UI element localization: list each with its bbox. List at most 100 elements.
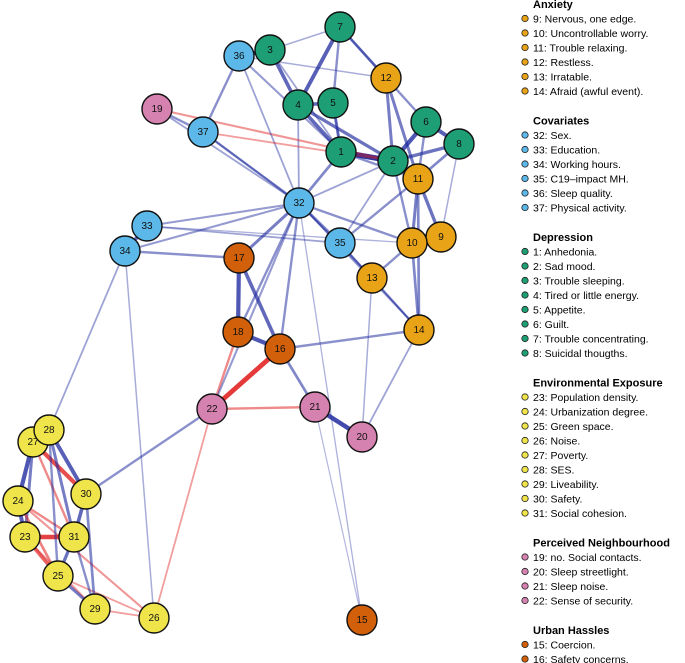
edge-22-26 [153,408,213,619]
edge-35-11 [338,177,420,245]
node-25: 25 [42,560,74,592]
node-label-1: 1 [338,147,344,158]
legend-item: 3: Trouble sleeping. [533,276,625,288]
node-circle-2 [377,145,409,177]
node-34: 34 [109,235,141,267]
legend-item: 30: Safety. [533,494,582,506]
node-circle-3 [254,34,286,66]
legend-item: 35: C19–impact MH. [533,174,629,186]
legend-item: 37: Physical activity. [533,203,627,215]
node-2: 2 [377,145,409,177]
node-circle-6 [410,106,442,138]
node-5: 5 [317,87,349,119]
node-label-2: 2 [390,156,396,167]
node-circle-18 [222,316,254,348]
node-label-6: 6 [423,117,429,128]
node-label-15: 15 [356,615,368,626]
legend-item: 10: Uncontrollable worry. [533,28,648,40]
legend-swatch [521,174,529,183]
node-circle-7 [324,11,356,43]
node-label-25: 25 [52,571,64,582]
node-15: 15 [346,604,378,636]
edge-22-30 [84,407,214,496]
node-label-34: 34 [119,246,131,257]
node-label-36: 36 [233,51,245,62]
legend-swatch [521,582,529,590]
legend-item: 36: Sleep quality. [533,188,613,200]
legend-item: 31: Social cohesion. [533,508,627,520]
legend-swatch [521,407,529,416]
edge-23-27 [23,440,35,539]
edge-22-32 [210,201,301,411]
node-23: 23 [9,521,41,553]
edge-32-36 [238,55,300,204]
node-label-21: 21 [309,402,321,413]
legend-item: 16: Safety concerns. [533,654,629,663]
node-circle-25 [42,560,74,592]
node-circle-21 [299,391,331,423]
legend-item: 5: Appetite. [533,305,586,317]
legend-swatch [521,58,529,66]
legend-swatch [521,131,529,139]
edge-30-29 [84,492,97,611]
node-circle-29 [79,593,111,625]
node-16: 16 [264,333,296,365]
legend-item: 32: Sex. [533,130,572,142]
node-12: 12 [370,62,402,94]
node-label-13: 13 [366,273,378,284]
legend-item: 15: Coercion. [533,640,595,652]
legend-swatch [521,14,529,23]
node-circle-37 [187,116,219,148]
legend-swatch [521,43,529,52]
legend-item: 9: Nervous, one edge. [533,14,636,26]
node-circle-28 [33,414,65,446]
node-9: 9 [425,221,457,253]
legend-swatch [521,465,529,474]
node-label-20: 20 [356,432,368,443]
legend-swatch [521,640,529,649]
legend-swatch [521,262,529,270]
legend-item: 24: Urbanization degree. [533,407,648,419]
legend-swatch [521,553,529,561]
legend-swatch [521,87,529,95]
legend-item: 1: Anhedonia. [533,247,597,259]
node-26: 26 [138,602,170,634]
node-11: 11 [402,163,434,195]
edge-16-17 [237,256,282,351]
node-4: 4 [282,89,314,121]
node-37: 37 [187,116,219,148]
node-circle-34 [109,235,141,267]
edge-28-25 [47,428,60,578]
node-33: 33 [131,210,163,242]
node-circle-26 [138,602,170,634]
node-circle-33 [131,210,163,242]
edge-19-32 [156,108,300,204]
legend-item: 25: Green space. [533,421,614,433]
node-circle-16 [264,333,296,365]
edge-21-15 [314,406,363,621]
node-circle-20 [346,421,378,453]
node-circle-17 [223,242,255,274]
node-1: 1 [325,136,357,168]
edge-32-33 [145,201,301,228]
legend-group-title: Depression [533,232,593,244]
edge-21-22 [210,405,317,411]
legend-swatch [521,422,529,430]
edge-24-26 [16,499,156,620]
legend-item: 6: Guilt. [533,319,569,331]
legend-item: 20: Sleep streetlight. [533,567,629,579]
node-label-24: 24 [12,496,24,507]
legend-swatch [521,451,529,459]
node-label-18: 18 [232,327,244,338]
node-label-37: 37 [197,127,209,138]
node-label-14: 14 [413,325,425,336]
node-31: 31 [58,521,90,553]
legend-swatch [521,349,529,357]
node-22: 22 [196,393,228,425]
node-label-3: 3 [267,45,273,56]
node-label-12: 12 [380,73,392,84]
node-20: 20 [346,421,378,453]
legend-swatch [521,189,529,197]
edge-33-35 [146,225,341,244]
